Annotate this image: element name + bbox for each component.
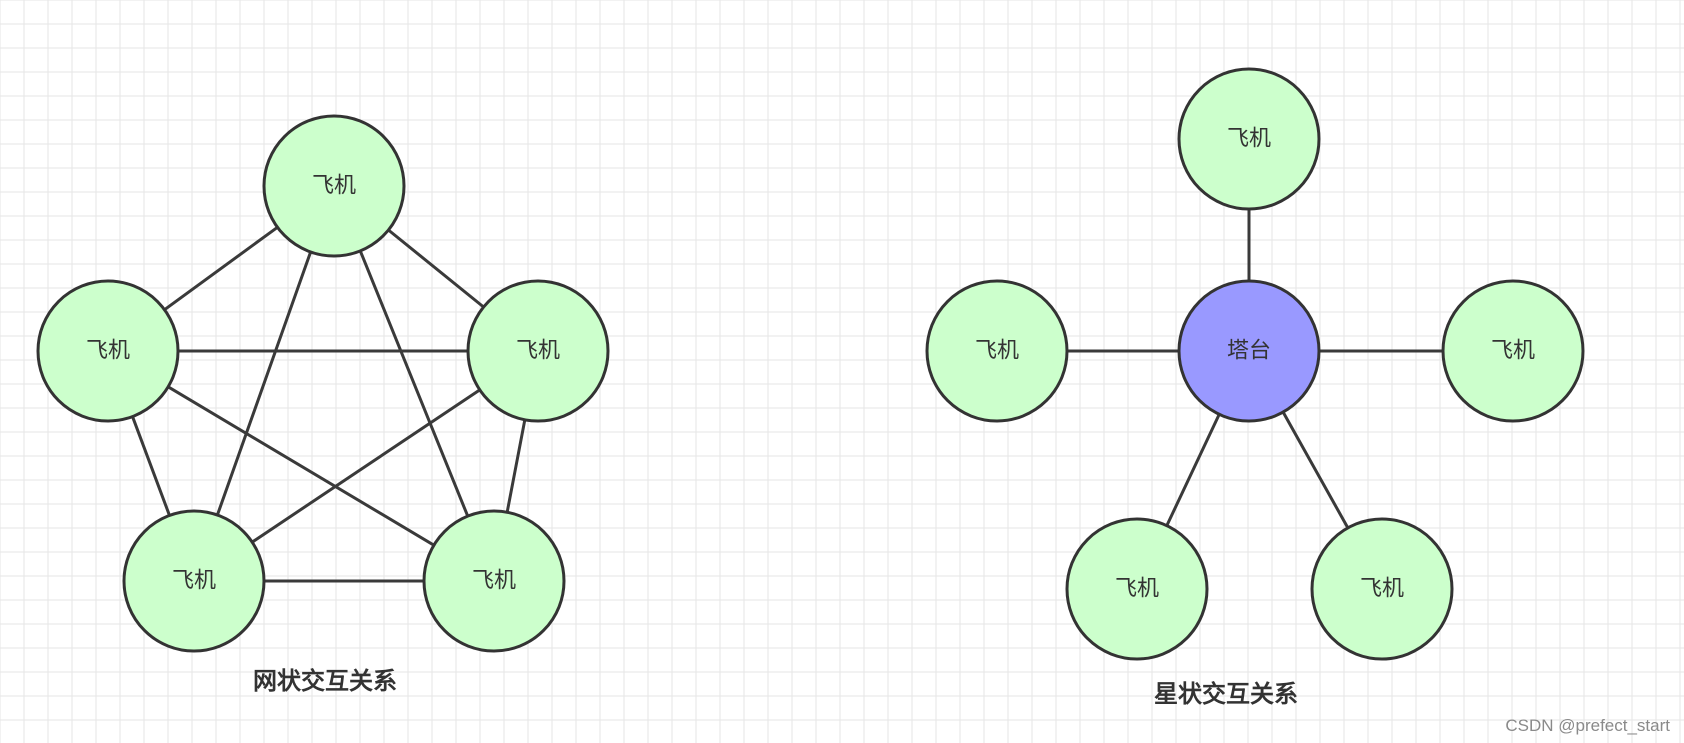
plane-node-s-top: 飞机 [1177,67,1321,211]
node-label: 飞机 [86,339,130,364]
node-label: 飞机 [975,339,1019,364]
plane-node-m-top: 飞机 [262,114,406,258]
node-circle [925,279,1069,423]
plane-node-m-left: 飞机 [36,279,180,423]
plane-node-s-bottom-right: 飞机 [1310,517,1454,661]
star-caption: 星状交互关系 [1154,680,1298,708]
plane-node-s-left: 飞机 [925,279,1069,423]
star-nodes: 塔台飞机飞机飞机飞机飞机 [925,67,1585,661]
node-circle [1177,279,1321,423]
node-label: 飞机 [1227,127,1271,152]
mesh-edge-m-left-to-m-bottom-right [166,385,436,547]
node-label: 飞机 [1360,577,1404,602]
node-label: 飞机 [312,174,356,199]
node-label: 飞机 [472,569,516,594]
plane-node-s-right: 飞机 [1441,279,1585,423]
node-label: 飞机 [172,569,216,594]
mesh-edge-m-top-to-m-right [386,228,486,309]
mesh-edge-m-top-to-m-bottom-right [358,249,470,518]
node-circle [36,279,180,423]
node-circle [422,509,566,653]
watermark: CSDN @prefect_start [1505,716,1670,735]
node-circle [1065,517,1209,661]
mesh-edge-m-right-to-m-bottom-right [505,418,527,514]
star-edge-s-tower-to-s-bottom-right [1281,410,1350,530]
mesh-caption: 网状交互关系 [253,667,397,695]
node-circle [122,509,266,653]
node-circle [466,279,610,423]
mesh-edge-m-top-to-m-bottom-left [215,250,313,517]
tower-node-s-tower: 塔台 [1177,279,1321,423]
mesh-nodes: 飞机飞机飞机飞机飞机 [36,114,610,653]
plane-node-m-bottom-right: 飞机 [422,509,566,653]
node-label: 飞机 [1115,577,1159,602]
node-label: 飞机 [516,339,560,364]
node-circle [1310,517,1454,661]
node-label: 飞机 [1491,339,1535,364]
plane-node-m-bottom-left: 飞机 [122,509,266,653]
node-label: 塔台 [1227,339,1271,364]
star-edge-s-tower-to-s-bottom-left [1165,412,1221,528]
mesh-edges [131,225,527,583]
plane-node-s-bottom-left: 飞机 [1065,517,1209,661]
node-circle [262,114,406,258]
mesh-edge-m-right-to-m-bottom-left [250,388,482,544]
node-circle [1441,279,1585,423]
plane-node-m-right: 飞机 [466,279,610,423]
mesh-edge-m-left-to-m-bottom-left [131,415,171,517]
node-circle [1177,67,1321,211]
star-edges [1065,207,1445,530]
mesh-edge-m-top-to-m-left [163,225,279,312]
